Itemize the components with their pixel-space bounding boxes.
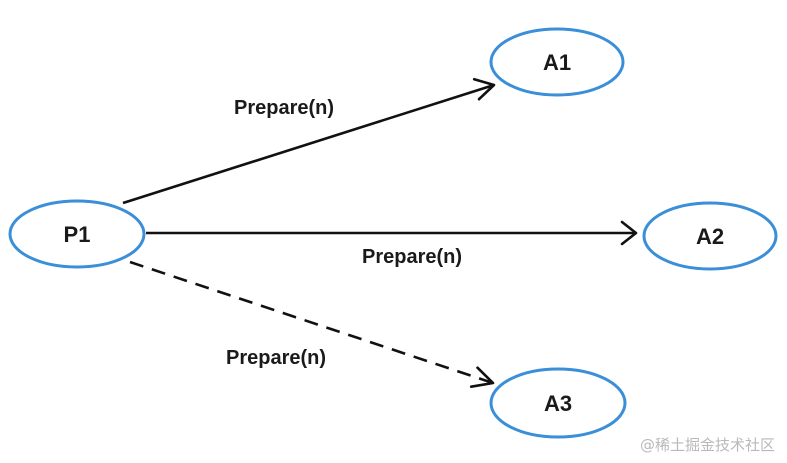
node-a1: A1 <box>489 27 625 97</box>
edge-p1-a1 <box>122 77 496 205</box>
node-a1-ellipse <box>489 27 625 97</box>
node-a2-ellipse <box>642 201 778 271</box>
edge-label-p1-a2: Prepare(n) <box>362 246 462 268</box>
edge-label-p1-a3: Prepare(n) <box>226 347 326 369</box>
node-a3-label: A3 <box>544 391 572 416</box>
arrowhead-icon <box>472 77 496 101</box>
arrowhead-icon <box>620 220 638 246</box>
edge-p1-a1-line <box>122 83 495 205</box>
node-a3-ellipse <box>489 367 627 439</box>
node-p1-label: P1 <box>64 222 91 247</box>
node-a2-label: A2 <box>696 224 724 249</box>
node-a2: A2 <box>642 201 778 271</box>
edge-label-p1-a1: Prepare(n) <box>234 97 334 119</box>
node-p1-ellipse <box>8 199 146 269</box>
node-a1-label: A1 <box>543 50 571 75</box>
node-p1: P1 <box>8 199 146 269</box>
watermark-text: @稀土掘金技术社区 <box>639 436 775 454</box>
arrowhead-icon <box>469 366 495 389</box>
edge-p1-a3 <box>129 260 495 389</box>
edge-p1-a3-line <box>129 260 494 385</box>
edge-p1-a2 <box>146 220 638 246</box>
node-a3: A3 <box>489 367 627 439</box>
